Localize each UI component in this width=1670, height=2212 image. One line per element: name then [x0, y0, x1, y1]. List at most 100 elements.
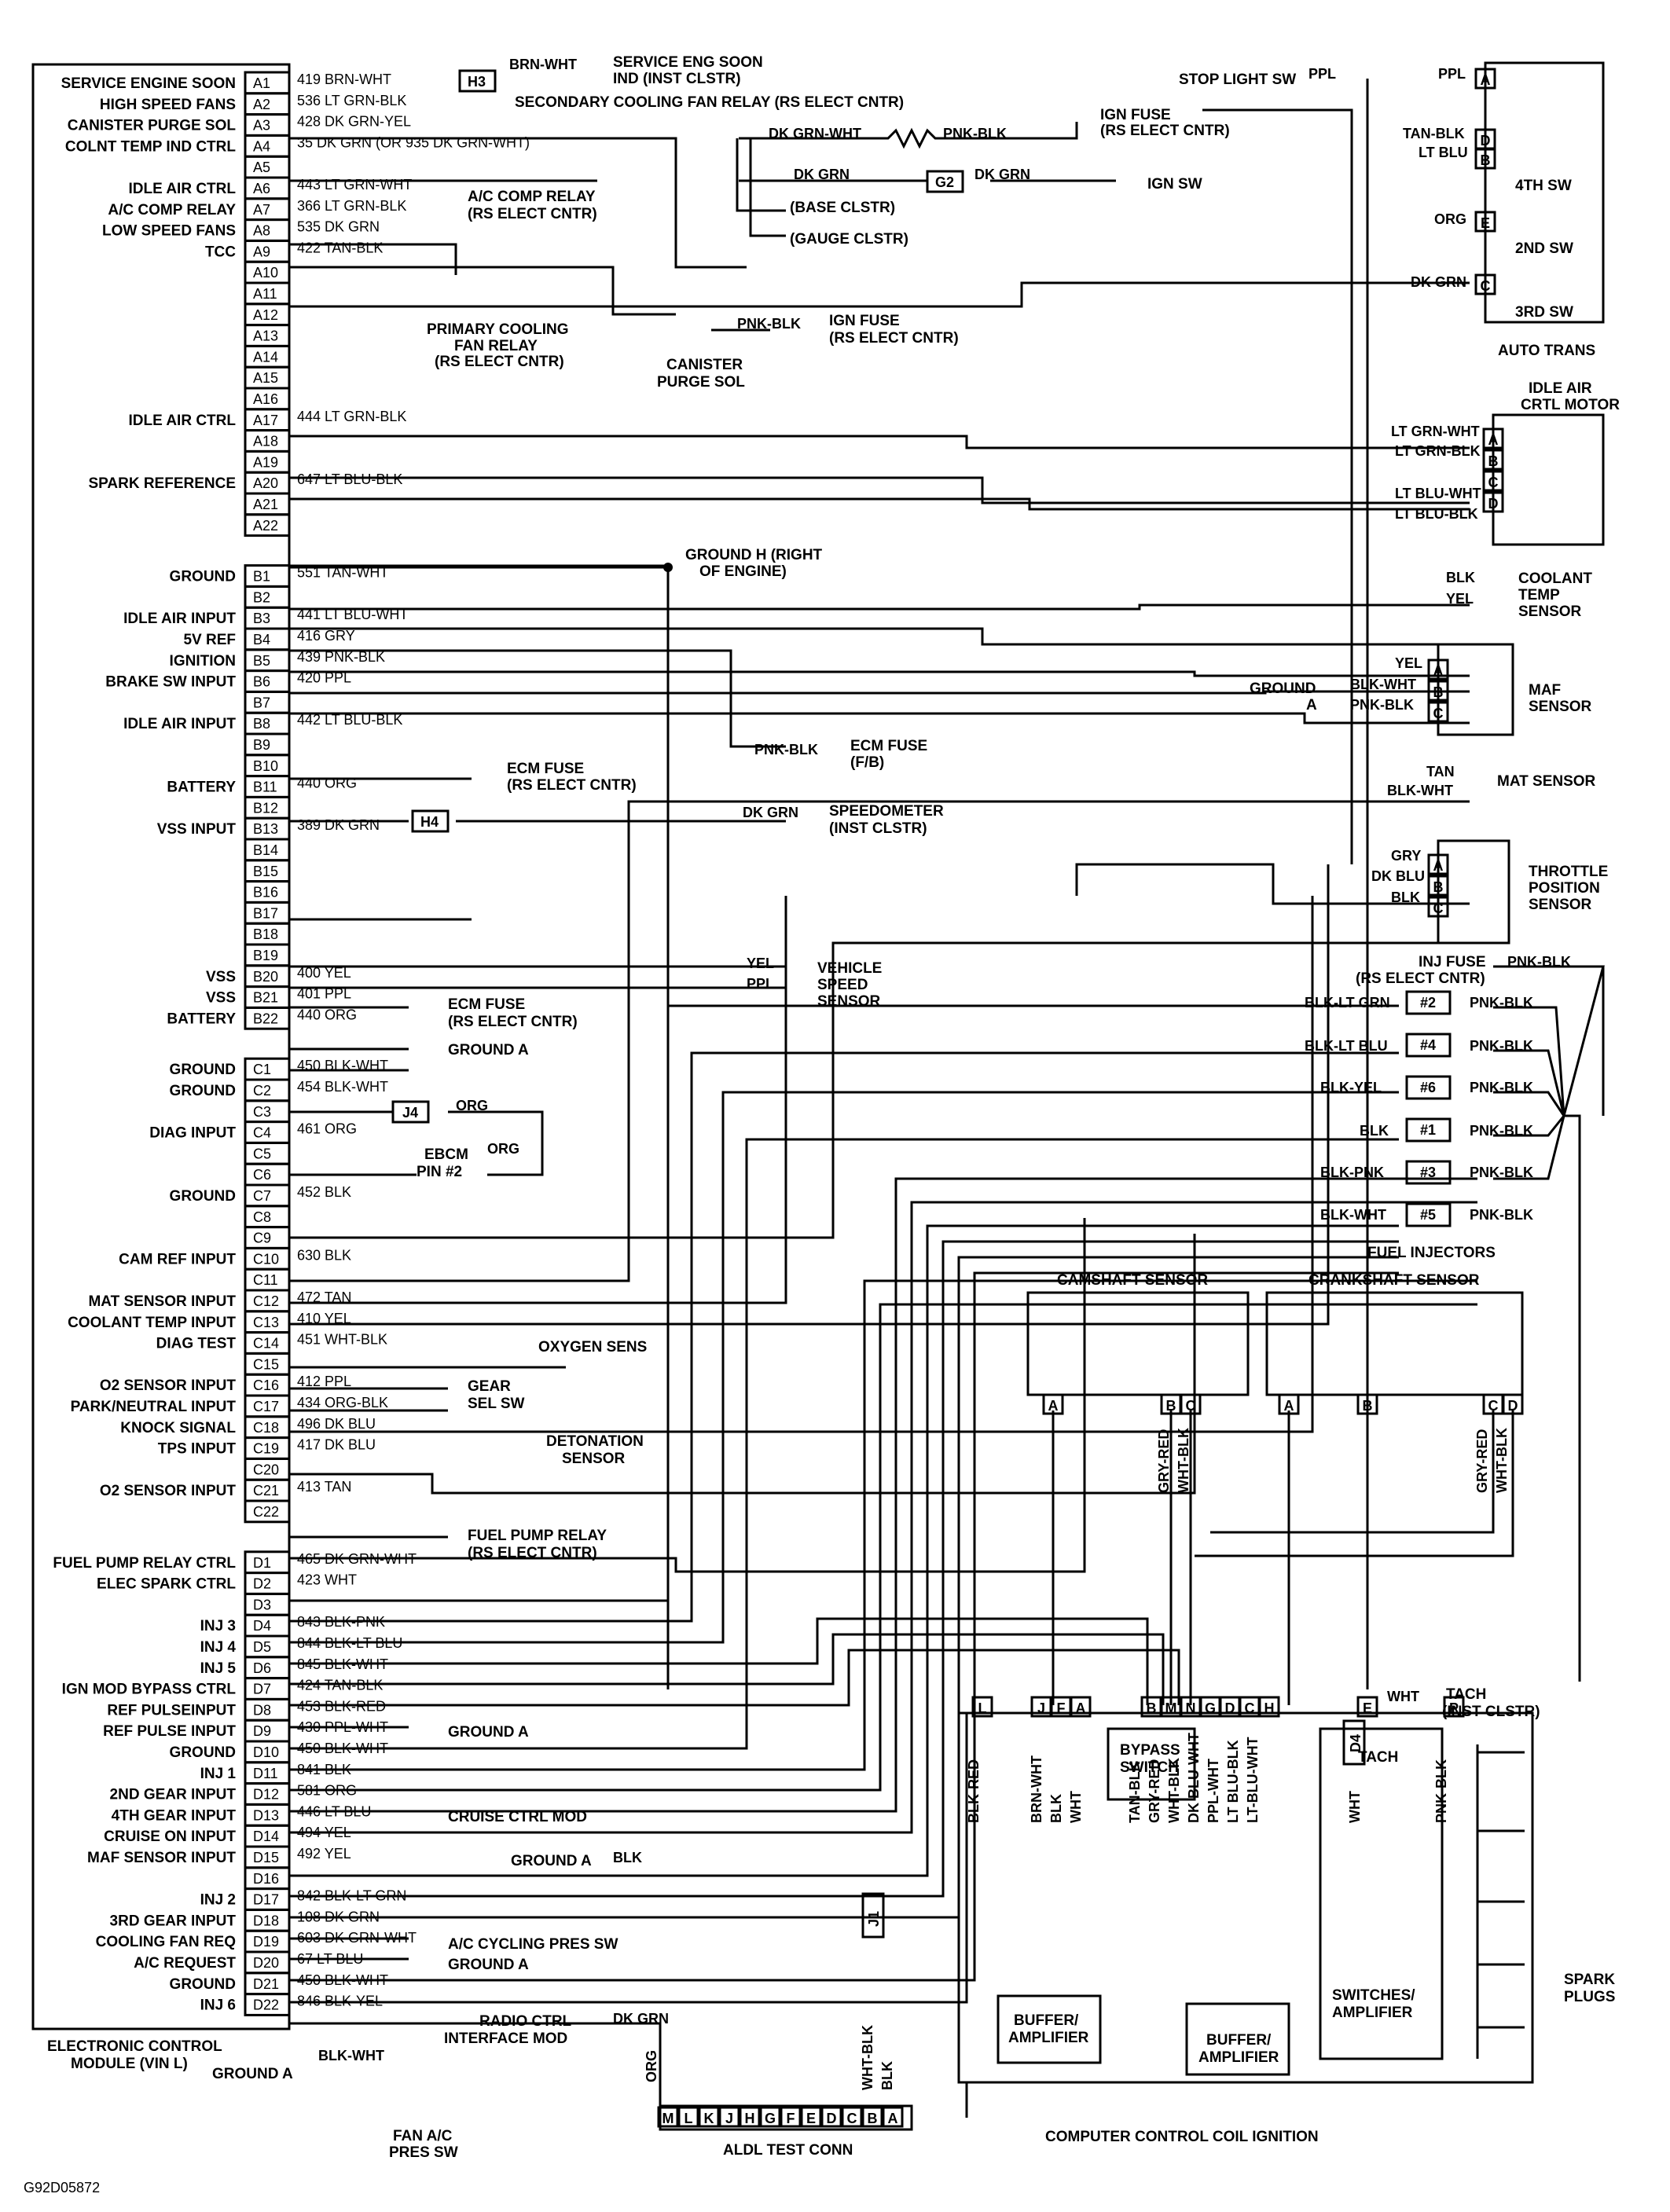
wire-color: BLK	[1048, 1794, 1064, 1823]
ign-pin: E	[1363, 1700, 1372, 1716]
note: CRTL MOTOR	[1521, 397, 1620, 413]
note: PIN #2	[417, 1164, 462, 1180]
ecm-pin-id: D9	[253, 1723, 271, 1739]
wire-color: PPL-WHT	[1206, 1759, 1221, 1823]
note: SWITCHES/	[1332, 1987, 1415, 2004]
wire-color: ORG	[644, 2050, 659, 2082]
note: (RS ELECT CNTR)	[829, 330, 959, 347]
aldl-pin: D	[827, 2111, 837, 2126]
ecm-pin-wire: 454 BLK-WHT	[297, 1079, 388, 1095]
aldl-cell	[841, 2106, 863, 2128]
wire-color: PNK-BLK	[1470, 1080, 1533, 1095]
ecm-pin-label: GROUND	[170, 1062, 236, 1078]
note: IND (INST CLSTR)	[613, 71, 741, 87]
note: SENSOR	[562, 1451, 626, 1467]
wire-color: LT GRN-BLK	[1395, 443, 1481, 459]
ecm-pin-wire: 442 LT BLU-BLK	[297, 712, 402, 728]
note: SENSOR	[817, 993, 881, 1010]
ecm-pin-cell	[244, 1006, 291, 1030]
injector-connector	[1405, 990, 1452, 1015]
ecm-pin-id: A21	[253, 497, 278, 512]
ecm-pin-id: D21	[253, 1976, 279, 1992]
notes: SERVICE ENG SOON IND (INST CLSTR) SECOND…	[212, 54, 1620, 2161]
ecm-pin-id: C16	[253, 1377, 279, 1393]
ign-cell	[1443, 1696, 1465, 1718]
ecm-pin-wire: 492 YEL	[297, 1846, 351, 1862]
tps-cell	[1427, 853, 1449, 875]
ecm-pin-wire: 434 ORG-BLK	[297, 1395, 388, 1410]
wire-color: ORG	[1434, 211, 1466, 227]
ecm-pin-id: B2	[253, 589, 270, 605]
maf-cell	[1427, 658, 1449, 680]
ecm-pin-label: INJ 3	[200, 1618, 236, 1634]
ecm-pin-id: D4	[253, 1618, 271, 1634]
aldl-pin: G	[765, 2111, 776, 2126]
note: ECM FUSE	[448, 996, 525, 1013]
aldl-pin: H	[745, 2111, 755, 2126]
ecm-pin-label: KNOCK SIGNAL	[120, 1420, 236, 1436]
ecm-pin-label: GROUND	[170, 1976, 236, 1993]
ecm-pin-label: COOLING FAN REQ	[96, 1934, 236, 1950]
note: GROUND A	[448, 1042, 529, 1058]
note: GROUND A	[448, 1724, 529, 1741]
ecm-pin-wire: 420 PPL	[297, 670, 351, 686]
ecm-pin-id: A5	[253, 160, 270, 175]
ecm-pin-id: C3	[253, 1104, 271, 1120]
tps-pin: C	[1433, 901, 1444, 916]
wire-color: WHT	[1347, 1791, 1363, 1823]
ecm-pin-id: B8	[253, 716, 270, 732]
ecm-pin-wire: 35 DK GRN (OR 935 DK GRN-WHT)	[297, 134, 530, 150]
ecm-pin-label: GROUND	[170, 1083, 236, 1099]
wire-color: PNK-BLK	[1470, 1207, 1533, 1223]
note: (RS ELECT CNTR)	[1100, 123, 1230, 139]
ecm-pin-wire: 451 WHT-BLK	[297, 1332, 387, 1348]
ecm-pin-label: 4TH GEAR INPUT	[112, 1807, 237, 1824]
ecm-pin-wire: 419 BRN-WHT	[297, 72, 391, 87]
ecm-outline	[31, 63, 291, 2030]
ecm-pin-id: B12	[253, 800, 278, 816]
ecm-pin-label: O2 SENSOR INPUT	[100, 1377, 237, 1394]
note: FUEL PUMP RELAY	[468, 1528, 607, 1544]
wire-color: LT GRN-WHT	[1391, 424, 1480, 439]
connectors: H3 G2 H4 J4 J1 D4	[391, 69, 1366, 1939]
iac-pin: A	[1488, 432, 1499, 448]
ecm-pin-wire: 424 TAN-BLK	[297, 1678, 383, 1693]
note: MAF	[1529, 682, 1561, 699]
note: SERVICE ENG SOON	[613, 54, 763, 71]
ecm-pin-id: A12	[253, 307, 278, 323]
aldl-cell	[780, 2106, 802, 2128]
ecm-pin-id: B6	[253, 674, 270, 690]
note: 4TH SW	[1515, 178, 1572, 194]
tps-pin: A	[1433, 858, 1444, 874]
ecm-pin-label: GROUND	[170, 1744, 236, 1761]
note: SEL SW	[468, 1396, 525, 1412]
aldl-cell	[657, 2106, 679, 2128]
wire-color: BLK-LT GRN	[1305, 995, 1390, 1011]
note: (INST CLSTR)	[1442, 1704, 1540, 1720]
ecm-pin-label: IGNITION	[170, 653, 236, 669]
ecm-pin-wire: 441 LT BLU-WHT	[297, 607, 408, 622]
ecm-pin-id: D8	[253, 1702, 271, 1718]
ecm-pin-wire: 417 DK BLU	[297, 1437, 376, 1453]
ecm-pin-id: B9	[253, 737, 270, 753]
ign-cell	[1356, 1696, 1378, 1718]
ign-pin: C	[1245, 1700, 1255, 1716]
ign-pin: G	[1205, 1700, 1216, 1716]
wire-color: GRY-RED	[1156, 1429, 1172, 1493]
wire-color: WHT-BLK	[1166, 1758, 1182, 1823]
ecm-pin-id: D20	[253, 1955, 279, 1971]
ecm-pin-id: D16	[253, 1871, 279, 1887]
note: RADIO CTRL	[479, 2013, 572, 2030]
ecm-pin-id: B10	[253, 758, 278, 774]
iac-cell	[1482, 491, 1504, 513]
note: (RS ELECT CNTR)	[1356, 970, 1485, 987]
ecm-pin-id: D1	[253, 1555, 271, 1571]
note: SPEED	[817, 977, 868, 993]
aldl-pin: L	[685, 2111, 693, 2126]
ecm-pin-label: INJ 5	[200, 1660, 237, 1677]
note: FAN RELAY	[454, 338, 538, 354]
wire-color: ORG	[487, 1141, 519, 1157]
trans-pin: E	[1481, 215, 1490, 231]
ecm-pin-id: C9	[253, 1231, 271, 1246]
note: 2ND SW	[1515, 240, 1573, 257]
